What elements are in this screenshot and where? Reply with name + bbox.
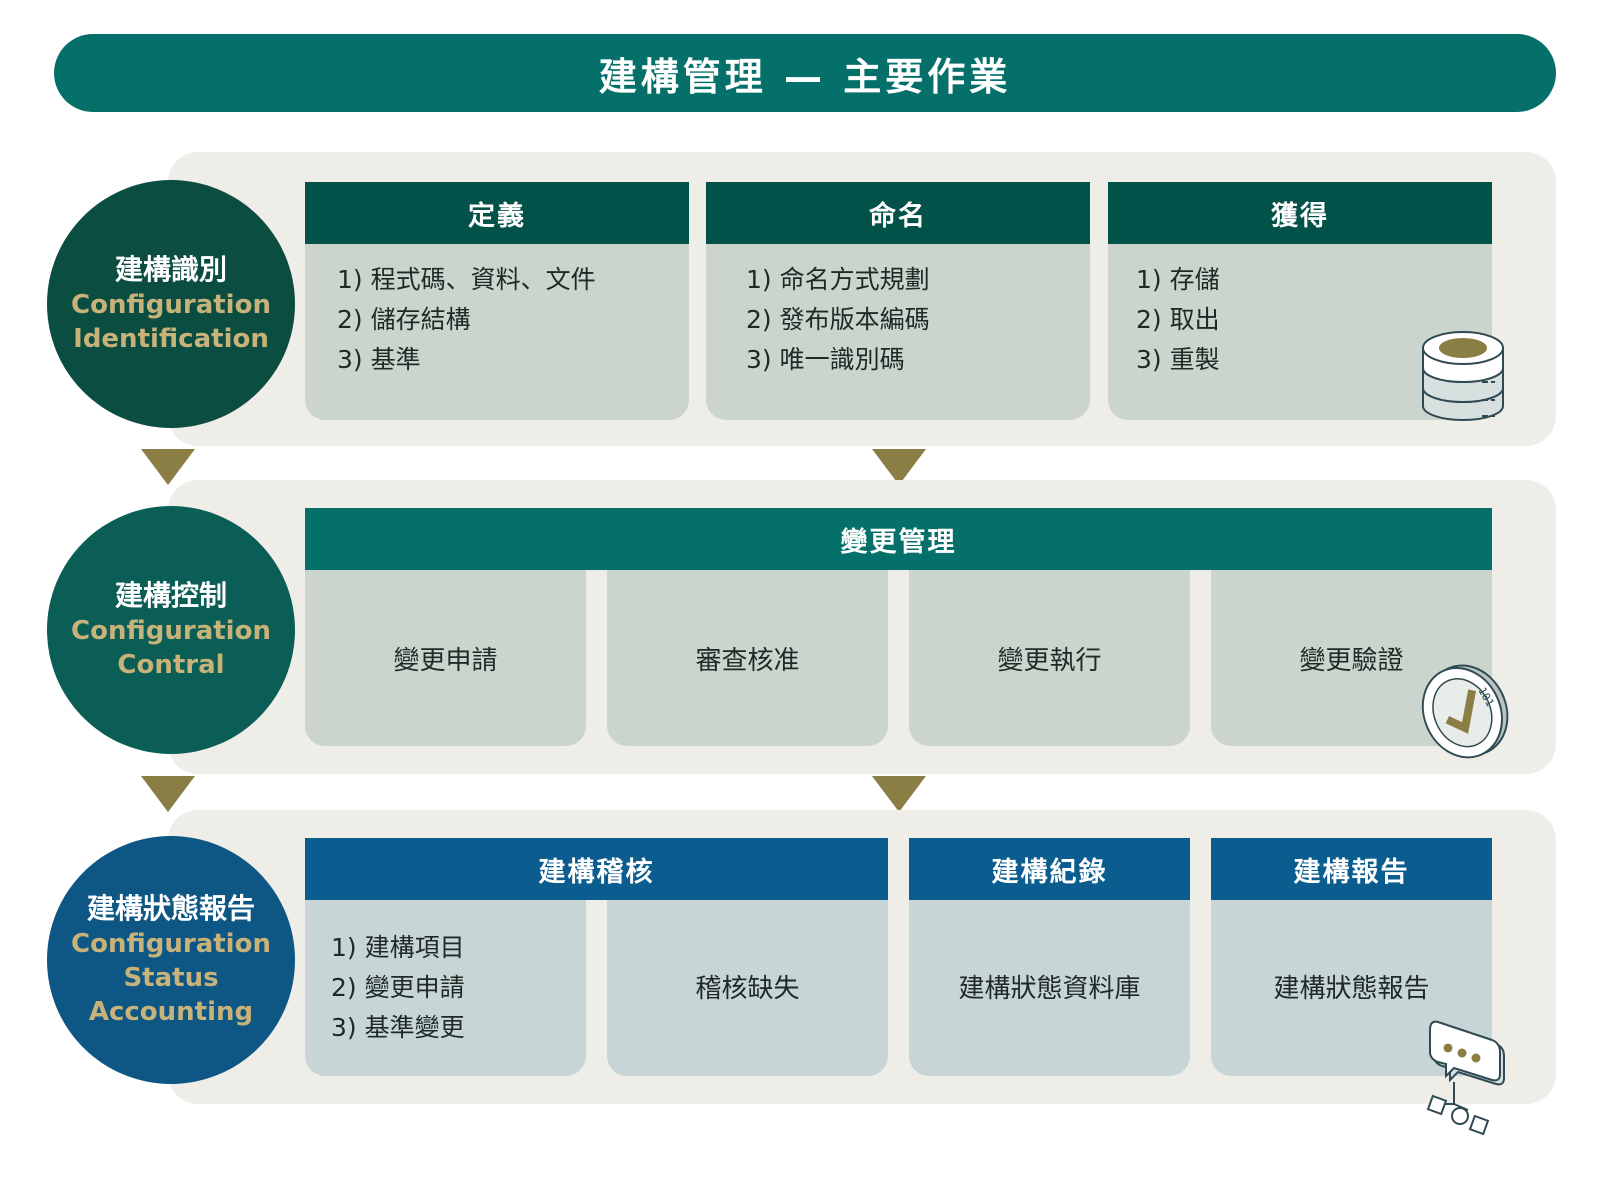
audit-defect-card: 稽核缺失 (607, 900, 888, 1076)
list-item: 2) 儲存結構 (337, 305, 471, 334)
identification-circle: 建構識別 Configuration Identification (47, 180, 295, 428)
list-item: 1) 存儲 (1136, 265, 1220, 294)
report-card-title: 建構報告 (1211, 838, 1492, 900)
list-item: 2) 取出 (1136, 305, 1220, 334)
verified-badge-icon: 101 (1421, 664, 1509, 759)
chat-network-icon (1426, 1020, 1505, 1136)
status-circle: 建構狀態報告 Configuration Status Accounting (47, 836, 295, 1084)
naming-card: 命名 1) 命名方式規劃 2) 發布版本編碼 3) 唯一識別碼 (706, 182, 1090, 420)
audit-header: 建構稽核 (305, 838, 888, 900)
list-item: 1) 建構項目 (331, 933, 465, 962)
acquisition-card: 獲得 1) 存儲 2) 取出 3) 重製 (1108, 182, 1492, 420)
audit-items-card: 1) 建構項目 2) 變更申請 3) 基準變更 (305, 900, 586, 1076)
control-name-en-2: Contral (117, 650, 225, 680)
list-item: 3) 基準 (337, 345, 421, 374)
down-arrow-icon (141, 776, 195, 812)
change-step-request: 變更申請 (305, 570, 586, 746)
database-icon (1422, 331, 1504, 421)
list-item: 3) 基準變更 (331, 1013, 465, 1042)
down-arrow-icon (872, 776, 926, 812)
identification-name-zh: 建構識別 (114, 253, 227, 286)
change-step-review: 審查核准 (607, 570, 888, 746)
list-item: 3) 唯一識別碼 (746, 345, 905, 374)
list-item: 3) 重製 (1136, 345, 1220, 374)
list-item: 1) 程式碼、資料、文件 (337, 265, 596, 294)
control-circle: 建構控制 Configuration Contral (47, 506, 295, 754)
control-name-en-1: Configuration (71, 616, 271, 646)
list-item: 2) 變更申請 (331, 973, 465, 1002)
change-management-header: 變更管理 (305, 508, 1492, 570)
status-name-en-2: Status (123, 963, 219, 993)
down-arrow-icon (141, 449, 195, 485)
page-title: 建構管理 — 主要作業 (54, 34, 1556, 112)
status-name-en-3: Accounting (88, 997, 254, 1027)
down-arrow-icon (872, 449, 926, 485)
record-card-title: 建構紀錄 (909, 838, 1190, 900)
identification-name-en-2: Identification (73, 324, 269, 354)
naming-list: 1) 命名方式規劃 2) 發布版本編碼 3) 唯一識別碼 (706, 244, 1090, 380)
identification-name-en-1: Configuration (71, 290, 271, 320)
definition-card-title: 定義 (305, 182, 689, 244)
list-item: 2) 發布版本編碼 (746, 305, 930, 334)
definition-card: 定義 1) 程式碼、資料、文件 2) 儲存結構 3) 基準 (305, 182, 689, 420)
report-content: 建構狀態報告 (1273, 974, 1430, 1004)
acquisition-list: 1) 存儲 2) 取出 3) 重製 (1108, 244, 1492, 380)
list-item: 1) 命名方式規劃 (746, 265, 930, 294)
control-name-zh: 建構控制 (114, 579, 227, 612)
acquisition-card-title: 獲得 (1108, 182, 1492, 244)
naming-card-title: 命名 (706, 182, 1090, 244)
definition-list: 1) 程式碼、資料、文件 2) 儲存結構 3) 基準 (305, 244, 689, 380)
change-step-execute: 變更執行 (909, 570, 1190, 746)
audit-list: 1) 建構項目 2) 變更申請 3) 基準變更 (305, 900, 586, 1048)
record-content: 建構狀態資料庫 (958, 974, 1141, 1004)
status-name-en-1: Configuration (71, 929, 271, 959)
record-card: 建構紀錄 建構狀態資料庫 (909, 838, 1190, 1076)
status-name-zh: 建構狀態報告 (86, 892, 255, 925)
